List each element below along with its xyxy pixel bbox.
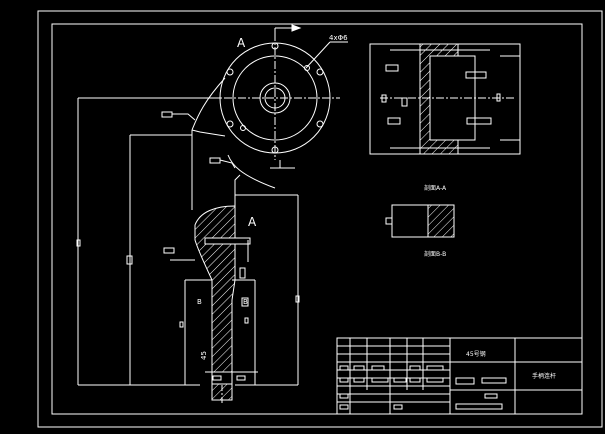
view-label-a-left: A bbox=[237, 36, 246, 50]
outer-frame bbox=[37, 10, 603, 428]
title-material: 45号钢 bbox=[466, 350, 486, 358]
title-block bbox=[336, 337, 583, 415]
hole-callout: 4xΦ6 bbox=[329, 34, 348, 42]
section-mark-b-right: B bbox=[243, 298, 248, 306]
section-arrow-top bbox=[274, 24, 302, 36]
section-a-a bbox=[369, 43, 521, 155]
section-b-b bbox=[385, 204, 455, 238]
lever-body bbox=[76, 77, 300, 386]
inner-frame bbox=[51, 23, 583, 415]
view-label-a-right: A bbox=[248, 215, 257, 229]
flange-view bbox=[210, 33, 348, 160]
handle-section bbox=[170, 205, 258, 405]
dim-vertical-45: 45 bbox=[200, 351, 208, 360]
section-b-b-title: 剖面B-B bbox=[424, 250, 446, 258]
section-mark-b-left: B bbox=[197, 298, 202, 306]
section-a-a-title: 剖面A-A bbox=[424, 184, 447, 192]
title-part-name: 手柄连杆 bbox=[532, 372, 556, 380]
